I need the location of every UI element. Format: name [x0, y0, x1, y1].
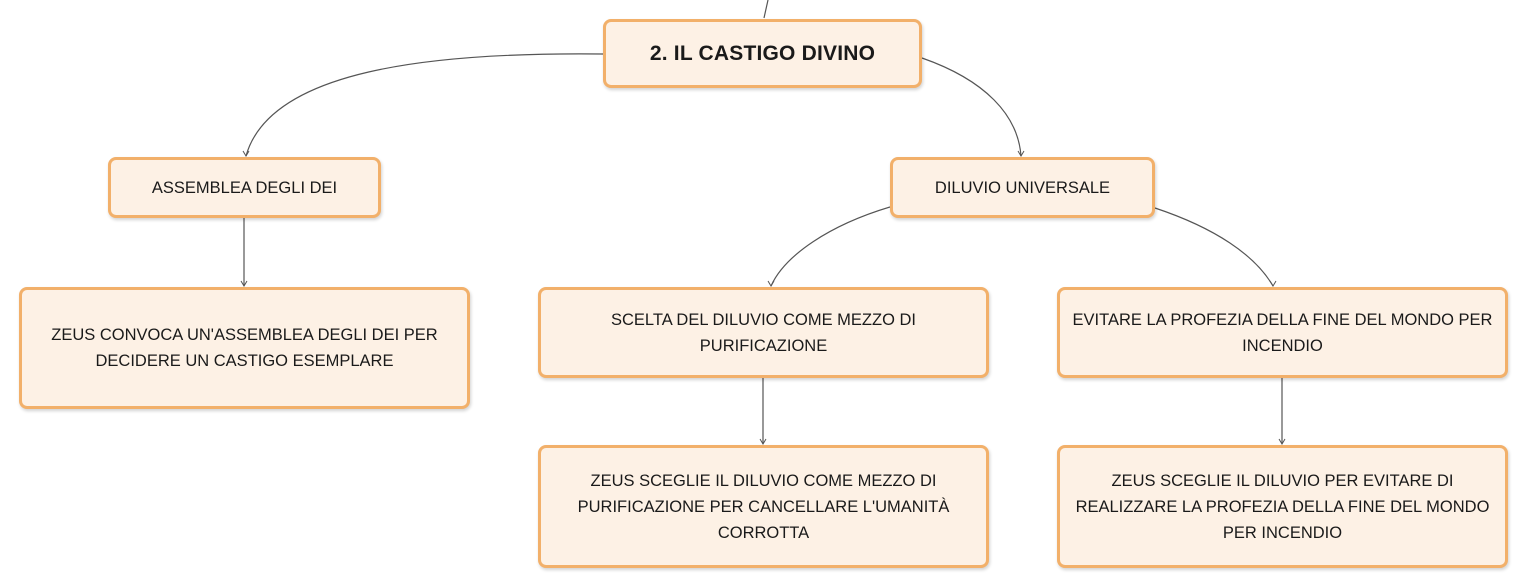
node-label: DILUVIO UNIVERSALE: [934, 178, 1111, 197]
arrow-tip-zeus-sceglie-1: [759, 438, 767, 445]
node-label: ASSEMBLEA DEGLI DEI: [151, 178, 338, 197]
connector-root-assemblea: [245, 53, 604, 157]
node-evitare-la-profezia[interactable]: EVITARE LA PROFEZIA DELLA FINE DEL MONDO…: [1057, 287, 1508, 378]
node-label: EVITARE LA PROFEZIA DELLA FINE DEL MONDO…: [1072, 310, 1493, 355]
arrow-tip-evitare: [1269, 280, 1277, 287]
arrow-tip-diluvio: [1017, 150, 1025, 157]
node-zeus-convoca-assemblea[interactable]: ZEUS CONVOCA UN'ASSEMBLEA DEGLI DEI PER …: [19, 287, 470, 409]
connector-diluvio-evitare: [1154, 207, 1274, 287]
node-diluvio-universale[interactable]: DILUVIO UNIVERSALE: [890, 157, 1155, 218]
connector-diluvio-scelta: [770, 206, 891, 287]
node-root-castigo-divino[interactable]: 2. IL CASTIGO DIVINO: [603, 19, 922, 88]
node-assemblea-degli-dei[interactable]: ASSEMBLEA DEGLI DEI: [108, 157, 381, 218]
node-zeus-sceglie-evitare-profezia[interactable]: ZEUS SCEGLIE IL DILUVIO PER EVITARE DI R…: [1057, 445, 1508, 568]
arrow-tip-assemblea: [242, 150, 250, 157]
node-label: ZEUS CONVOCA UN'ASSEMBLEA DEGLI DEI PER …: [51, 326, 438, 370]
connector-root-diluvio: [921, 57, 1022, 157]
node-scelta-del-diluvio[interactable]: SCELTA DEL DILUVIO COME MEZZO DI PURIFIC…: [538, 287, 989, 378]
node-label: ZEUS SCEGLIE IL DILUVIO PER EVITARE DI R…: [1075, 471, 1490, 542]
arrow-tip-scelta: [767, 280, 775, 287]
node-label: SCELTA DEL DILUVIO COME MEZZO DI PURIFIC…: [611, 310, 916, 355]
node-label: 2. IL CASTIGO DIVINO: [649, 41, 876, 65]
arrow-tip-zeus-convoca: [240, 280, 248, 287]
node-zeus-sceglie-purificazione[interactable]: ZEUS SCEGLIE IL DILUVIO COME MEZZO DI PU…: [538, 445, 989, 568]
arrow-tip-zeus-sceglie-2: [1278, 438, 1286, 445]
node-label: ZEUS SCEGLIE IL DILUVIO COME MEZZO DI PU…: [577, 471, 950, 542]
connector-incoming-root: [763, 0, 769, 19]
